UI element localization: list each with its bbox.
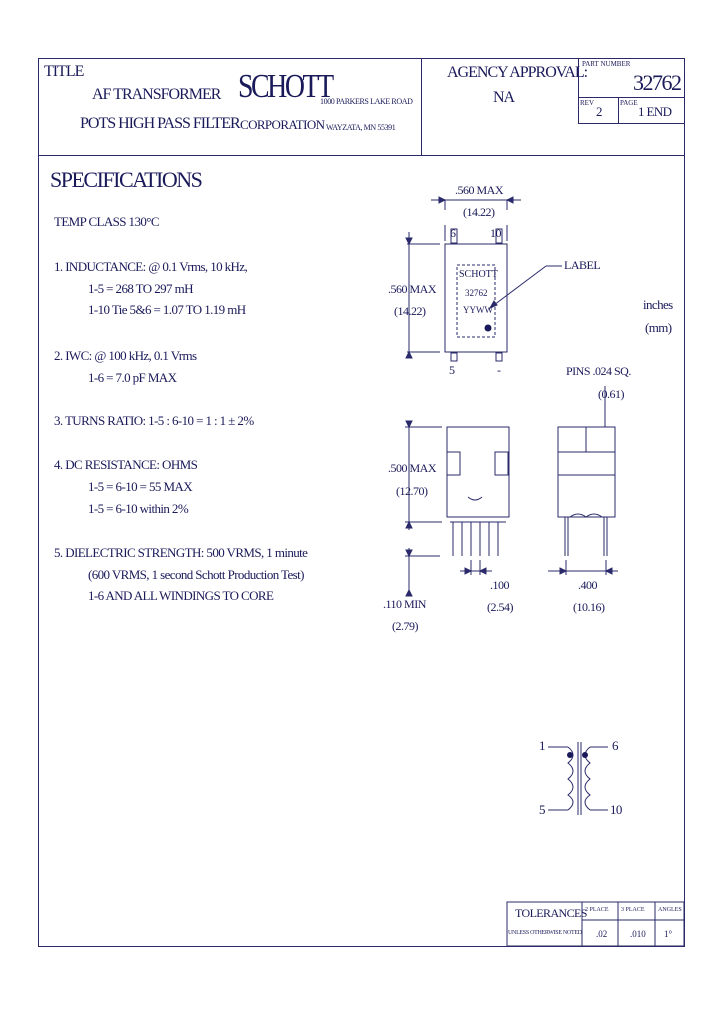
secondary-dot (582, 752, 588, 758)
spec-iwc-2: 1-6 = 7.0 pF MAX (88, 370, 177, 385)
units-mm: (mm) (645, 320, 672, 335)
tolerances-label: TOLERANCES (515, 906, 587, 920)
specifications-heading: SPECIFICATIONS (50, 167, 203, 192)
pin1-dot (484, 324, 492, 332)
part-number-label: PART NUMBER (582, 60, 631, 68)
dim-width: .560 MAX (455, 183, 504, 197)
rev-label: REV (580, 99, 594, 107)
spec-dcr-1: 4. DC RESISTANCE: OHMS (54, 457, 198, 472)
dim-pitch: .100 (490, 578, 510, 592)
title-label: TITLE (44, 63, 84, 80)
page-label: PAGE (620, 99, 638, 107)
label-callout: LABEL (564, 258, 601, 272)
schematic-pin-1: 1 (539, 738, 545, 753)
dim-height: .560 MAX (388, 282, 437, 296)
spec-temp-class: TEMP CLASS 130°C (54, 214, 160, 229)
label-schott: SCHOTT (459, 269, 498, 280)
agency-label: AGENCY APPROVAL: (447, 64, 588, 81)
spec-turns: 3. TURNS RATIO: 1-5 : 6-10 = 1 : 1 ± 2% (54, 413, 254, 428)
spec-inductance-1: 1. INDUCTANCE: @ 0.1 Vrms, 10 kHz, (54, 259, 248, 274)
page-value: 1 END (638, 104, 672, 119)
dim-height-mm: (14.22) (394, 304, 426, 318)
agency-value: NA (493, 89, 515, 106)
schematic-pin-6: 6 (612, 738, 618, 753)
spec-dielectric-1: 5. DIELECTRIC STRENGTH: 500 VRMS, 1 minu… (54, 545, 308, 560)
tol-col-angles: ANGLES (658, 907, 682, 913)
dim-pin-len-mm: (2.79) (392, 619, 419, 633)
tol-val-3place: .010 (630, 929, 646, 939)
label-part: 32762 (465, 288, 488, 298)
company-sub: CORPORATION (240, 117, 325, 132)
tol-val-2place: .02 (596, 929, 608, 939)
title-line-1: AF TRANSFORMER (92, 86, 221, 103)
primary-dot (567, 752, 573, 758)
spec-dcr-3: 1-5 = 6-10 within 2% (88, 501, 189, 516)
schematic-pin-5: 5 (539, 802, 545, 817)
spec-inductance-3: 1-10 Tie 5&6 = 1.07 TO 1.19 mH (88, 302, 246, 317)
pin-label-10: 10 (490, 226, 502, 240)
dim-row-mm: (10.16) (573, 600, 605, 614)
dim-pitch-mm: (2.54) (487, 600, 514, 614)
pin-label-5: 5 (449, 363, 455, 377)
address-line-2: WAYZATA, MN 55391 (326, 123, 396, 132)
schematic-pin-10: 10 (610, 802, 622, 817)
primary-winding (567, 746, 574, 811)
dim-pin-len: .110 MIN (383, 597, 426, 611)
pin-label-dash: - (497, 363, 501, 377)
tolerance-block (506, 901, 685, 947)
front-view-body (446, 426, 510, 518)
tol-col-2place: 2 PLACE (585, 907, 609, 913)
dim-width-mm: (14.22) (463, 205, 495, 219)
title-line-2: POTS HIGH PASS FILTER (80, 115, 241, 132)
top-view-body (444, 243, 508, 353)
units-inches: inches (643, 297, 673, 312)
secondary-winding (584, 746, 591, 811)
tol-val-angles: 1° (664, 929, 673, 939)
pins-spec-mm: (0.61) (598, 387, 625, 401)
spec-dielectric-2: (600 VRMS, 1 second Schott Production Te… (88, 567, 304, 582)
dim-body-mm: (12.70) (396, 484, 428, 498)
tol-col-3place: 3 PLACE (621, 907, 645, 913)
rev-value: 2 (596, 104, 602, 119)
spec-dcr-2: 1-5 = 6-10 = 55 MAX (88, 479, 193, 494)
label-code: YYWW (463, 305, 493, 315)
spec-inductance-2: 1-5 = 268 TO 297 mH (88, 281, 193, 296)
tolerances-sub: UNLESS OTHERWISE NOTED (508, 930, 582, 936)
dim-row: .400 (578, 578, 598, 592)
dim-body: .500 MAX (388, 461, 437, 475)
address-line-1: 1000 PARKERS LAKE ROAD (320, 97, 413, 106)
pin-label-6: 6 (450, 226, 456, 240)
company-logo: SCHOTT (238, 68, 334, 105)
pins-spec: PINS .024 SQ. (566, 364, 631, 378)
spec-dielectric-3: 1-6 AND ALL WINDINGS TO CORE (88, 588, 274, 603)
spec-iwc-1: 2. IWC: @ 100 kHz, 0.1 Vrms (54, 348, 197, 363)
part-number: 32762 (633, 70, 682, 95)
